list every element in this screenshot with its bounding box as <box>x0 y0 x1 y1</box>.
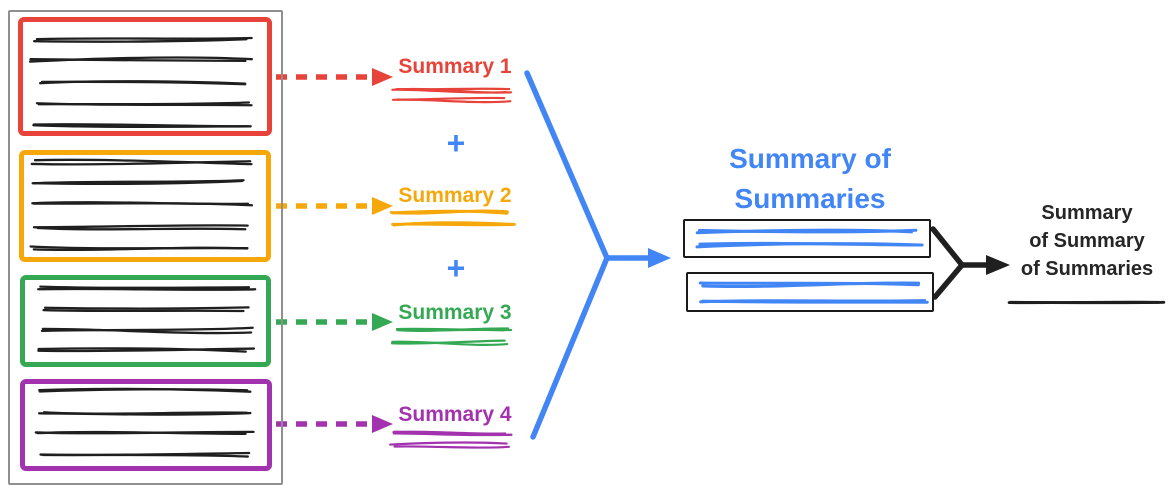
merge-arrowhead-icon <box>648 248 671 268</box>
summary-3-scribble <box>391 340 509 347</box>
document-text-scribble <box>40 80 247 86</box>
sos-box-scribble <box>695 242 922 249</box>
bracket-lines <box>930 226 965 300</box>
sos-box-scribble <box>701 281 921 289</box>
document-text-scribble <box>37 347 256 353</box>
summary-4-scribble <box>392 432 513 437</box>
summary-3-scribble <box>390 339 506 345</box>
document-text-scribble <box>40 326 254 333</box>
doc3-to-summary3-arrow-head-icon <box>372 313 393 331</box>
document-text-scribble <box>42 308 245 313</box>
sos-box-scribble <box>700 299 929 304</box>
final-arrowhead-icon <box>986 255 1010 275</box>
summary-of-summaries-title: Summary of Summaries <box>683 139 937 219</box>
document-text-scribble <box>32 202 254 207</box>
summary-4-scribble <box>393 445 510 449</box>
document-text-scribble <box>35 102 253 107</box>
document-stack-container <box>8 10 283 485</box>
document-text-scribble <box>30 160 252 166</box>
final-summary-title: Summary of Summary of Summaries <box>1003 199 1170 283</box>
summary-2-scribble <box>392 221 516 227</box>
summary-4-scribble <box>388 441 508 446</box>
document-text-scribble <box>41 327 253 335</box>
source-document-2 <box>19 150 271 262</box>
summary-1-scribble <box>395 87 511 91</box>
source-document-4 <box>20 379 272 471</box>
doc4-to-summary4-arrow-head-icon <box>372 415 393 433</box>
doc2-to-summary2-arrow-head-icon <box>372 197 393 215</box>
summary-4-scribble <box>392 430 507 435</box>
document-text-scribble <box>36 226 247 231</box>
document-text-scribble <box>38 387 252 393</box>
document-text-scribble <box>39 451 251 457</box>
document-text-scribble <box>33 158 253 166</box>
doc1-to-summary1-arrow-head-icon <box>372 68 393 86</box>
document-text-scribble <box>33 38 248 43</box>
document-text-scribble <box>34 430 255 435</box>
document-text-scribble <box>31 179 245 185</box>
summary-2-label: Summary 2 <box>398 184 512 207</box>
summary-3-label: Summary 3 <box>398 301 512 324</box>
final-summary-title-line1: Summary <box>1041 202 1133 224</box>
summary-3-scribble <box>396 327 513 332</box>
document-text-scribble <box>32 123 249 128</box>
merge-lines <box>524 70 610 440</box>
document-text-scribble <box>29 245 249 250</box>
document-text-scribble <box>43 306 250 310</box>
plus-sign-2: + <box>446 250 466 286</box>
final-summary-title-line3: of Summaries <box>1020 258 1154 280</box>
source-document-1 <box>18 17 272 136</box>
plus-sign-1: + <box>446 125 466 161</box>
summary-of-summaries-title-line1: Summary of <box>729 143 891 174</box>
summary-of-summaries-title-line2: Summaries <box>734 183 886 214</box>
document-text-scribble <box>37 287 257 291</box>
document-text-scribble <box>37 347 247 353</box>
summary-1-label: Summary 1 <box>398 55 512 78</box>
document-text-scribble <box>42 411 249 415</box>
summary-1-scribble <box>391 98 512 104</box>
summary-2-scribble <box>391 209 509 215</box>
document-text-scribble <box>28 56 253 63</box>
source-document-3 <box>20 275 271 367</box>
summary-of-summaries-box-1 <box>683 219 931 258</box>
document-text-scribble <box>39 285 251 290</box>
sos-box-scribble <box>695 228 913 235</box>
summary-of-summaries-box-2 <box>686 272 934 312</box>
document-text-scribble <box>35 36 253 41</box>
summary-4-label: Summary 4 <box>398 403 512 426</box>
final-summary-title-line2: of Summary <box>1029 230 1145 252</box>
document-text-scribble <box>32 224 249 229</box>
